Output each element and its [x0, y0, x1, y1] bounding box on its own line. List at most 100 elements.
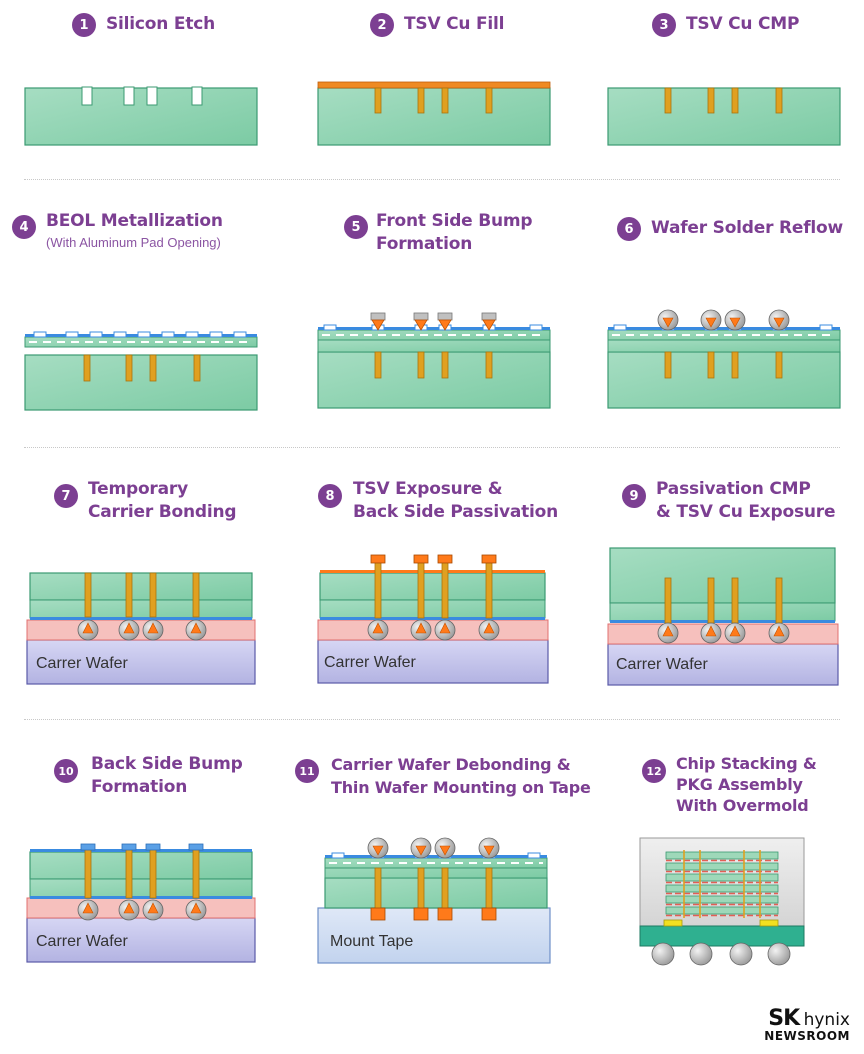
- brand-hynix: hynix: [803, 1010, 850, 1030]
- step-title-6: Wafer Solder Reflow: [651, 218, 844, 238]
- bond-pad: [759, 919, 779, 927]
- bond-pad: [663, 919, 683, 927]
- bond-layer: [317, 619, 549, 641]
- mount-tape: [317, 907, 551, 964]
- step-number-8: 8: [318, 484, 342, 508]
- step-number-1: 1: [72, 13, 96, 37]
- step-title-12-line2: PKG Assembly: [676, 775, 803, 794]
- tsv-via: [485, 867, 493, 911]
- bond-layer: [607, 623, 839, 645]
- step-12-illustration: [639, 837, 805, 966]
- tsv-via: [485, 559, 493, 619]
- row-divider-1: [24, 179, 840, 180]
- tsv-via: [707, 577, 715, 624]
- step-title-12-line1: Chip Stacking &: [676, 754, 817, 773]
- silicon-layer: [607, 87, 841, 146]
- carrier-wafer-label-7: Carrer Wafer: [36, 655, 128, 672]
- solder-cone: [729, 625, 741, 637]
- tsv-via: [84, 572, 92, 618]
- solder-cone: [372, 622, 384, 634]
- silicon-layer: [317, 351, 551, 409]
- carrier-wafer: [607, 643, 839, 686]
- tsv-via: [731, 351, 739, 379]
- solder-cone: [415, 622, 427, 634]
- tsv-via: [775, 351, 783, 379]
- step-title-9: Passivation CMP & TSV Cu Exposure: [656, 478, 836, 524]
- solder-cone: [439, 622, 451, 634]
- tsv-via: [441, 559, 449, 619]
- tsv-via: [731, 577, 739, 624]
- pad-opening: [323, 324, 337, 331]
- solder-cone: [82, 902, 94, 914]
- step-number-9: 9: [622, 484, 646, 508]
- backside-bump: [370, 907, 386, 921]
- stacked-die: [665, 884, 779, 893]
- step-title-8-line1: TSV Exposure &: [353, 479, 503, 499]
- solder-cone: [414, 319, 428, 331]
- pad-opening: [161, 331, 175, 338]
- step-title-11: Carrier Wafer Debonding & Thin Wafer Mou…: [331, 753, 591, 799]
- stacked-die: [665, 862, 779, 871]
- step-number-11: 11: [295, 759, 319, 783]
- silicon-layer: [609, 547, 836, 604]
- passivation-layer: [320, 617, 545, 620]
- stacked-die: [665, 851, 779, 860]
- step-8-illustration: [317, 554, 549, 684]
- step-number-3: 3: [652, 13, 676, 37]
- solder-cone: [773, 625, 785, 637]
- silicon-layer: [29, 851, 253, 880]
- silicon-layer: [324, 877, 548, 909]
- solder-cone: [705, 625, 717, 637]
- step-title-3: TSV Cu CMP: [686, 14, 800, 34]
- step-title-5-line2: Formation: [376, 234, 473, 254]
- backside-bump-pad: [80, 843, 96, 851]
- step-4-illustration: [24, 331, 258, 411]
- tsv-via: [83, 354, 91, 382]
- silicon-layer: [24, 354, 258, 411]
- stacked-die: [665, 895, 779, 904]
- backside-bump: [481, 907, 497, 921]
- bump-cap: [481, 312, 497, 321]
- solder-cone: [439, 845, 451, 856]
- backside-bump-pad: [188, 843, 204, 851]
- solder-ball: [729, 942, 753, 966]
- bump-cap: [437, 312, 453, 321]
- backside-bump-pad: [121, 843, 137, 851]
- silicon-layer: [607, 351, 841, 409]
- step-title-7-line2: Carrier Bonding: [88, 502, 237, 522]
- trench: [123, 86, 135, 106]
- pad-opening: [89, 331, 103, 338]
- tsv-via: [664, 351, 672, 379]
- tsv-via: [192, 847, 200, 899]
- passivation-layer: [30, 617, 252, 620]
- copper-overfill-layer: [317, 81, 551, 89]
- solder-ball: [651, 942, 675, 966]
- solder-cone: [415, 845, 427, 856]
- tsv-via: [775, 577, 783, 624]
- tsv-via: [417, 559, 425, 619]
- mount-tape-label: Mount Tape: [330, 933, 414, 950]
- pad-opening: [65, 331, 79, 338]
- backside-bump-pad: [145, 843, 161, 851]
- step-title-9-line1: Passivation CMP: [656, 479, 811, 499]
- step-title-5: Front Side Bump Formation: [376, 210, 533, 256]
- passivation-layer: [30, 896, 252, 899]
- step-title-8-line2: Back Side Passivation: [353, 502, 559, 522]
- step-title-8: TSV Exposure & Back Side Passivation: [353, 478, 558, 524]
- solder-cone: [147, 622, 159, 634]
- carrier-wafer: [26, 639, 256, 685]
- device-layer: [29, 878, 253, 898]
- solder-cone: [705, 317, 717, 328]
- passivation-layer: [325, 855, 547, 858]
- tsv-via: [193, 354, 201, 382]
- tsv-via: [125, 354, 133, 382]
- step-11-illustration: [317, 837, 551, 964]
- tsv-via: [664, 87, 672, 114]
- step-title-7-line1: Temporary: [88, 479, 188, 499]
- device-layer: [29, 599, 253, 619]
- solder-cone: [190, 902, 202, 914]
- passivation-layer: [610, 620, 835, 623]
- solder-cone: [82, 622, 94, 634]
- carrier-wafer: [26, 917, 256, 963]
- backside-bump: [413, 907, 429, 921]
